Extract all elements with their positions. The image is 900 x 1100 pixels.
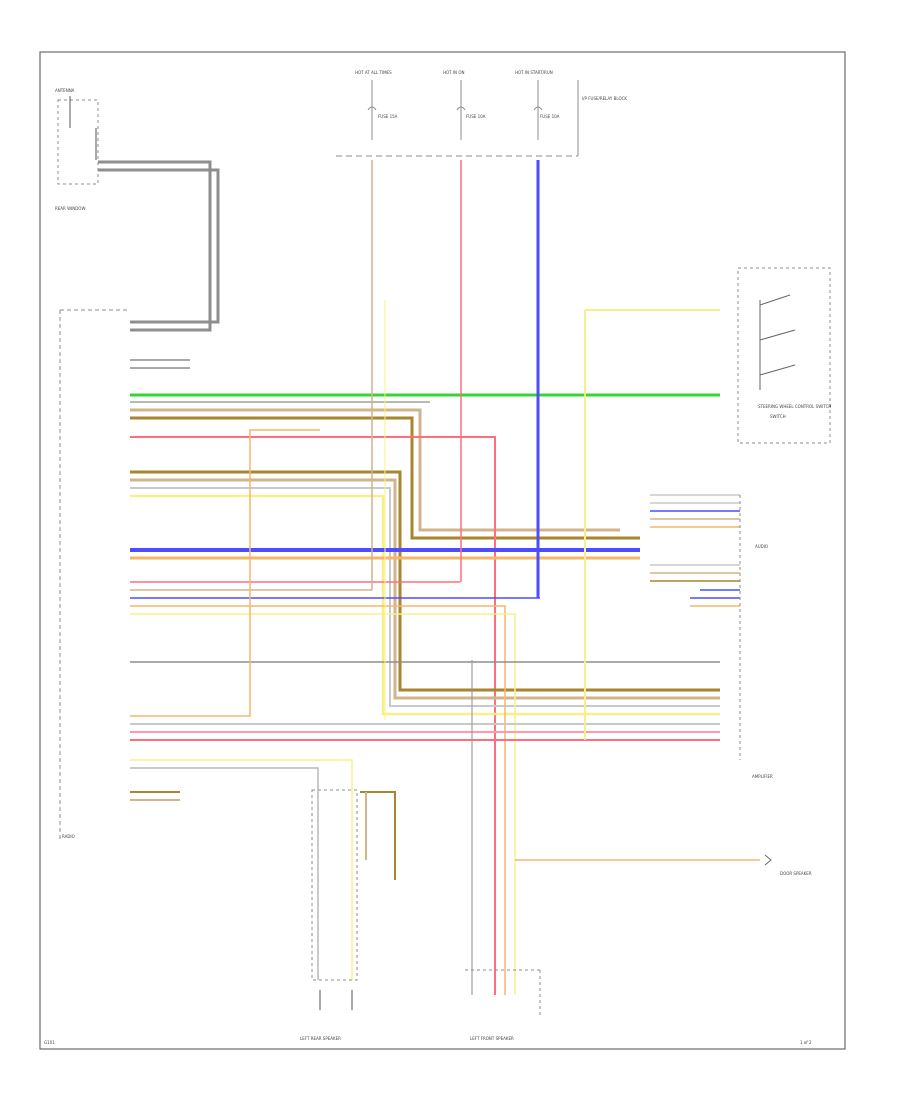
fuse-b-label: FUSE 10A (466, 114, 486, 119)
antenna-label: ANTENNA (55, 88, 75, 93)
rear-window-label: REAR WINDOW (55, 206, 85, 211)
fuse-c-label: FUSE 10A (540, 114, 560, 119)
front-speaker: LEFT FRONT SPEAKER (465, 660, 541, 1041)
door-speaker: DOOR SPEAKER (515, 854, 812, 876)
ground-label: G101 (44, 1040, 55, 1045)
fuse-label-left: HOT AT ALL TIMES (355, 70, 392, 75)
front-speaker-label: LEFT FRONT SPEAKER (470, 1036, 514, 1041)
harness-wires (130, 359, 720, 995)
yellow-switch-wire (584, 309, 720, 740)
steering-switch-label: STEERING WHEEL CONTROL SWITCH (758, 404, 831, 409)
rear-speaker-label: LEFT REAR SPEAKER (300, 1036, 341, 1041)
diagram-frame (39, 51, 846, 1050)
door-speaker-label: DOOR SPEAKER (780, 871, 812, 876)
power-feeds (371, 160, 540, 598)
fuse-label-right: HOT IN START/RUN (515, 70, 553, 75)
steering-switch-sub: SWITCH (770, 414, 786, 419)
rear-speaker: LEFT REAR SPEAKER (300, 789, 396, 1041)
fuse-block-note: I/P FUSE/RELAY BLOCK (582, 96, 627, 101)
amp-label: AMPLIFIER (752, 774, 773, 779)
steering-switch: STEERING WHEEL CONTROL SWITCH SWITCH (737, 267, 831, 444)
fuse-block: HOT AT ALL TIMES HOT IN ON HOT IN START/… (336, 70, 627, 157)
radio-module-label: RADIO (62, 834, 75, 839)
audio-connector: AUDIO AMPLIFIER (650, 494, 773, 779)
radio-module: RADIO (59, 309, 130, 840)
fuse-a-label: FUSE 15A (378, 114, 398, 119)
antenna-assembly: ANTENNA REAR WINDOW (55, 88, 220, 332)
audio-label: AUDIO (755, 544, 768, 549)
fuse-label-mid: HOT IN ON (443, 70, 464, 75)
page-reference: 1 of 2 (800, 1040, 812, 1045)
